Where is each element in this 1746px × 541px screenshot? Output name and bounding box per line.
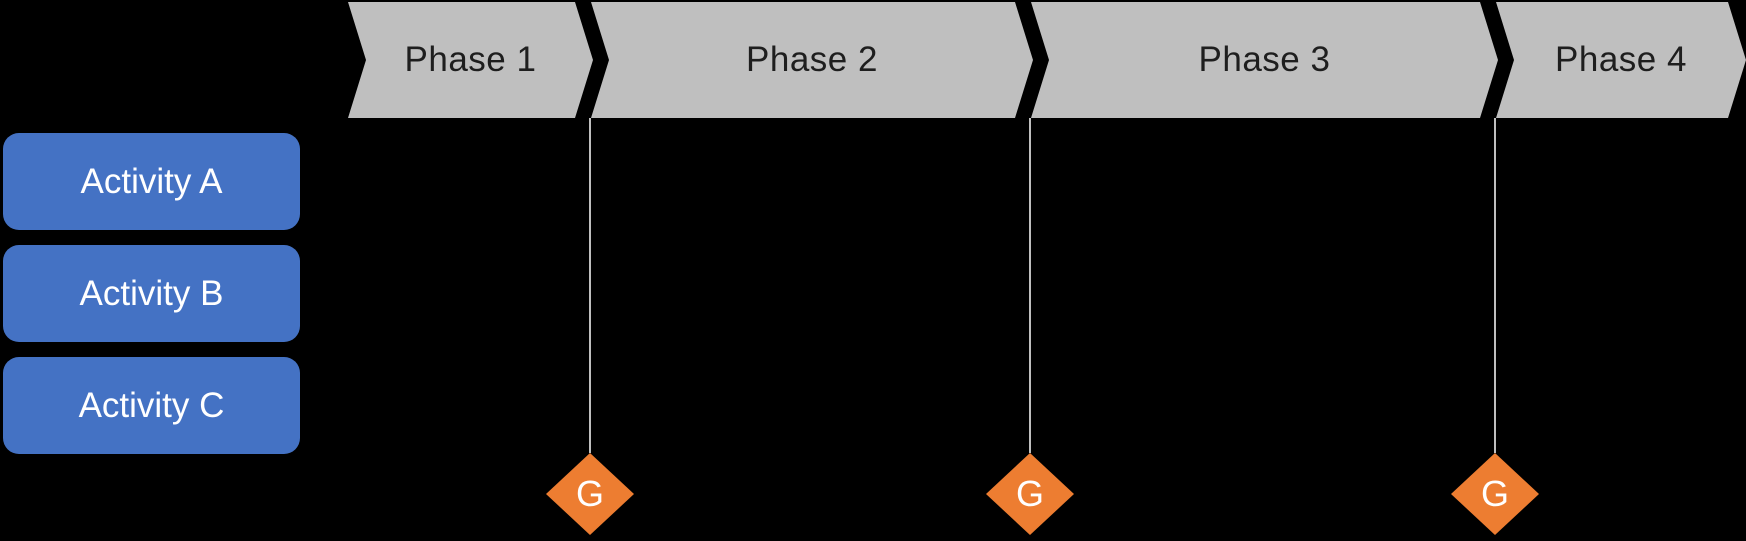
- gate-1-connector-line: [589, 118, 591, 453]
- gate-2-diamond-icon: G: [986, 453, 1074, 535]
- phase-4-chevron: Phase 4: [1496, 2, 1746, 118]
- phase-3-label: Phase 3: [1198, 40, 1331, 79]
- gate-3-label: G: [1480, 473, 1509, 514]
- phase-2-chevron: Phase 2: [591, 2, 1033, 118]
- gate-2-label: G: [1015, 473, 1044, 514]
- activity-c-label: Activity C: [78, 385, 225, 425]
- activity-a-box: Activity A: [3, 133, 300, 230]
- activity-c-box: Activity C: [3, 357, 300, 454]
- gate-2-connector-line: [1029, 118, 1031, 453]
- gate-3-connector-line: [1494, 118, 1496, 453]
- gate-3-diamond-icon: G: [1451, 453, 1539, 535]
- activity-a-label: Activity A: [80, 161, 223, 201]
- phase-3-chevron: Phase 3: [1031, 2, 1498, 118]
- phase-1-chevron: Phase 1: [348, 2, 593, 118]
- gate-1-label: G: [575, 473, 604, 514]
- gate-1-diamond-icon: G: [546, 453, 634, 535]
- activity-b-label: Activity B: [79, 273, 224, 313]
- phase-4-label: Phase 4: [1555, 40, 1687, 79]
- phase-2-label: Phase 2: [746, 40, 878, 79]
- activity-b-box: Activity B: [3, 245, 300, 342]
- phase-1-label: Phase 1: [404, 40, 537, 79]
